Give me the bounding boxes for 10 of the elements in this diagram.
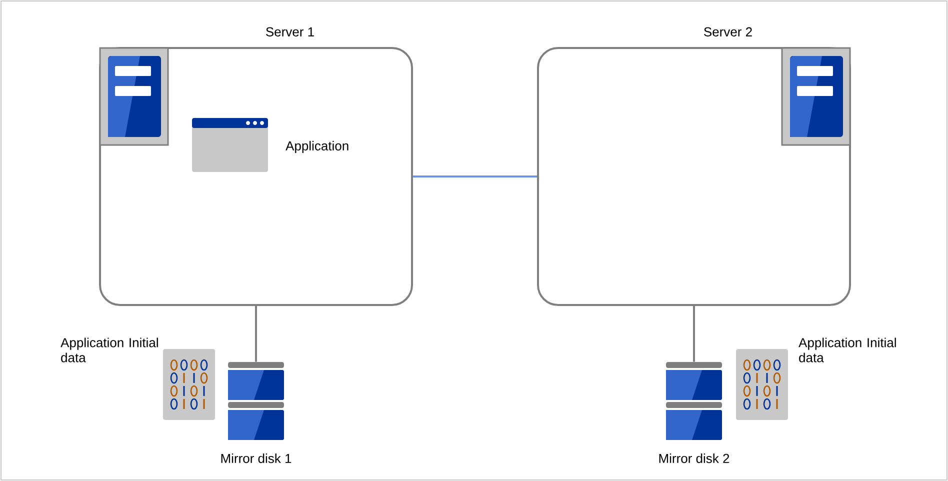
disk-label: Mirror disk 1 [221,454,292,464]
data-label: Application Initial data [798,338,896,362]
text-label: Application [286,140,348,154]
server-title: Server 2 [704,27,752,36]
data-label: Application Initial data [60,338,158,362]
connector-line [413,175,537,178]
connector-line [693,306,695,362]
disk-label: Mirror disk 2 [659,454,730,464]
server-title: Server 1 [266,27,314,36]
connector-line [255,306,257,362]
